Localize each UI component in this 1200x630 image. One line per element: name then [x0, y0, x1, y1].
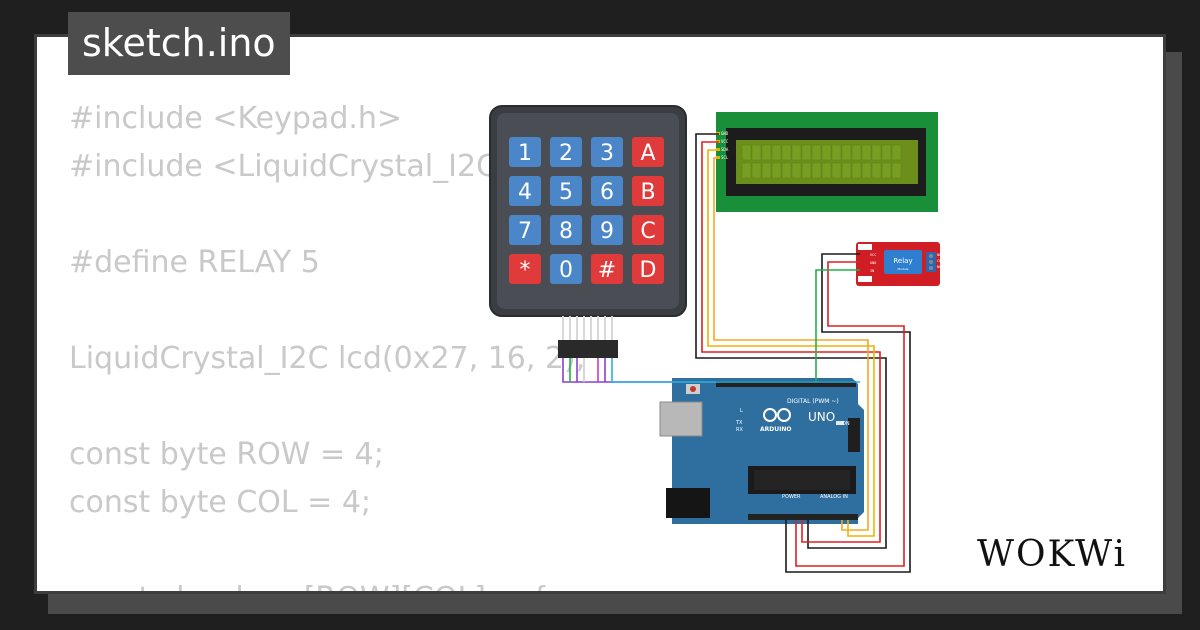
- keypad-key-cap: [591, 254, 623, 284]
- keypad-4x4[interactable]: 1 2 3 A 4 5 6 B 7 8 9 C * 0 # D: [489, 105, 687, 317]
- lcd-1602-i2c[interactable]: GND VCC SDA SCL: [716, 112, 938, 212]
- keypad-key-cap: [550, 254, 582, 284]
- wires: [562, 133, 911, 573]
- lcd-pin-label: SDA: [721, 147, 729, 152]
- keypad-key[interactable]: C: [632, 215, 664, 245]
- keypad-key-label: 2: [559, 141, 573, 166]
- keypad-key-label: A: [640, 141, 655, 166]
- relay-pin-label: IN: [870, 269, 874, 273]
- power-label: POWER: [782, 494, 801, 500]
- code-line: const char keys[ROW][COL] = {: [69, 575, 586, 591]
- keypad-key[interactable]: 5: [550, 176, 582, 206]
- keypad-key[interactable]: 7: [509, 215, 541, 245]
- arduino-uno-board[interactable]: DIGITAL (PWM ~) UNO ARDUINO POWER ANALOG…: [659, 378, 864, 524]
- keypad-key[interactable]: *: [509, 254, 541, 284]
- keypad-key-label: 9: [600, 219, 614, 244]
- relay-pin-label: GND: [870, 261, 876, 265]
- keypad-key-label: 8: [559, 219, 573, 244]
- keypad-key-label: 7: [518, 219, 532, 244]
- keypad-key[interactable]: 0: [550, 254, 582, 284]
- relay-pin-label: VCC: [870, 253, 876, 257]
- keypad-key-cap: [632, 215, 664, 245]
- infinity-logo-icon: [763, 408, 791, 422]
- relay-pin-label: NC: [937, 265, 941, 269]
- keypad-key-cap: [632, 137, 664, 167]
- keypad-key-label: 6: [600, 180, 614, 205]
- keypad-key[interactable]: 1: [509, 137, 541, 167]
- keypad-key-cap: [550, 137, 582, 167]
- keypad-key[interactable]: 3: [591, 137, 623, 167]
- code-line: #include <Keypad.h>: [69, 101, 403, 136]
- analog-label: ANALOG IN: [820, 494, 848, 500]
- keypad-key[interactable]: D: [632, 254, 664, 284]
- keypad-key-label: B: [640, 180, 655, 205]
- sketch-title-badge[interactable]: sketch.ino: [68, 12, 290, 75]
- relay-sublabel: Module: [898, 267, 909, 271]
- relay-label: Relay: [893, 257, 912, 265]
- keypad-key-cap: [632, 254, 664, 284]
- keypad-key-cap: [509, 254, 541, 284]
- code-line: LiquidCrystal_I2C lcd(0x27, 16, 2);: [69, 341, 586, 376]
- keypad-key[interactable]: 4: [509, 176, 541, 206]
- keypad-key-cap: [550, 215, 582, 245]
- digital-label: DIGITAL (PWM ~): [787, 398, 839, 405]
- relay-pin-label: COM: [937, 259, 943, 263]
- keypad-key-cap: [632, 176, 664, 206]
- l-led-label: L: [740, 408, 743, 414]
- keypad-key-label: 4: [518, 180, 532, 205]
- keypad-key-cap: [509, 176, 541, 206]
- rx-led-label: RX: [736, 427, 743, 433]
- board-brand-label: ARDUINO: [760, 426, 791, 433]
- keypad-key[interactable]: B: [632, 176, 664, 206]
- keypad-key[interactable]: 8: [550, 215, 582, 245]
- code-preview: #include <Keypad.h> #include <LiquidCrys…: [69, 95, 586, 591]
- keypad-key[interactable]: 9: [591, 215, 623, 245]
- keypad-key-cap: [591, 137, 623, 167]
- wokwi-logo: WOKWi: [977, 534, 1127, 575]
- tx-led-label: TX: [735, 420, 743, 426]
- keypad-key[interactable]: 6: [591, 176, 623, 206]
- board-model-label: UNO: [808, 410, 835, 424]
- keypad-key-label: #: [598, 258, 616, 283]
- code-line: const byte COL = 4;: [69, 485, 372, 520]
- lcd-pin-label: GND: [721, 131, 729, 136]
- keypad-key[interactable]: #: [591, 254, 623, 284]
- keypad-key[interactable]: A: [632, 137, 664, 167]
- keypad-key-cap: [591, 215, 623, 245]
- keypad-key-cap: [509, 215, 541, 245]
- relay-pin-label: NO: [937, 253, 941, 257]
- keypad-key-label: *: [520, 258, 531, 283]
- keypad-key[interactable]: 2: [550, 137, 582, 167]
- lcd-pin-label: SCL: [721, 155, 729, 160]
- keypad-key-label: D: [640, 258, 657, 283]
- keypad-connector: [558, 316, 618, 358]
- lcd-pin-label: VCC: [721, 139, 729, 144]
- code-line: const byte ROW = 4;: [69, 437, 384, 472]
- keypad-key-cap: [509, 137, 541, 167]
- keypad-key-label: 1: [518, 141, 532, 166]
- keypad-key-label: C: [640, 219, 655, 244]
- relay-module[interactable]: Relay Module VCC GND IN NO COM NC: [856, 242, 943, 286]
- code-line: #define RELAY 5: [69, 245, 320, 280]
- keypad-key-cap: [550, 176, 582, 206]
- keypad-key-label: 0: [559, 258, 573, 283]
- keypad-key-label: 3: [600, 141, 614, 166]
- keypad-keys: 1 2 3 A 4 5 6 B 7 8 9 C * 0 # D: [509, 137, 664, 284]
- keypad-key-cap: [591, 176, 623, 206]
- wokwi-logo-text: WOKWi: [977, 534, 1127, 575]
- keypad-key-label: 5: [559, 180, 573, 205]
- on-led-label: ON: [842, 421, 850, 427]
